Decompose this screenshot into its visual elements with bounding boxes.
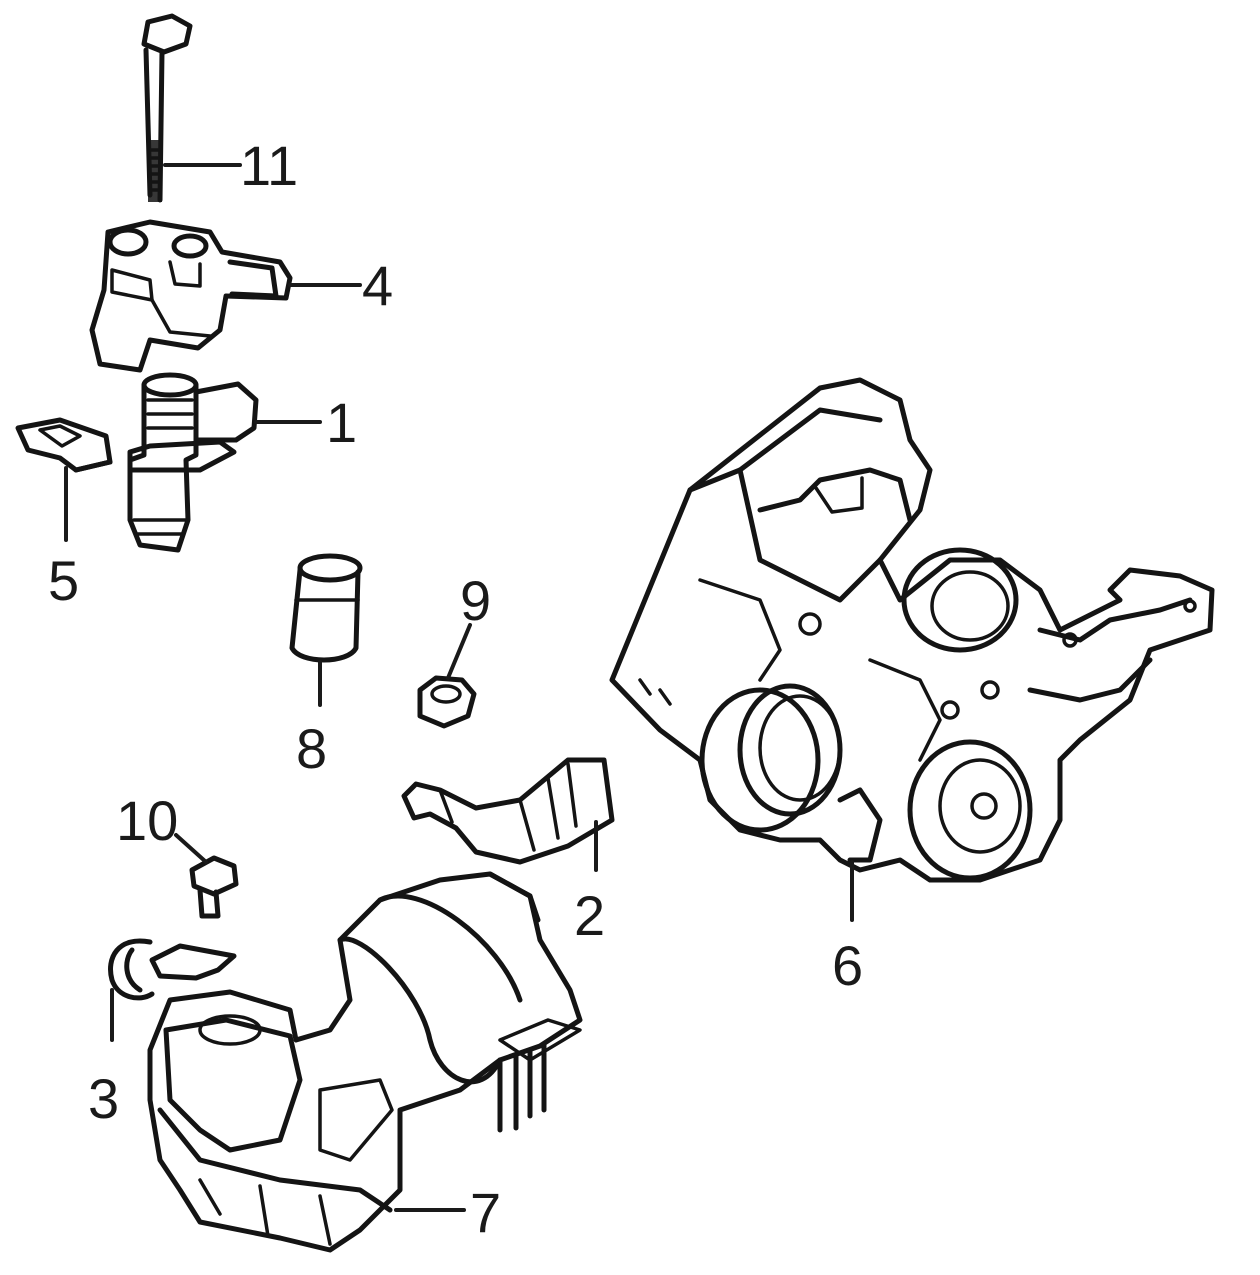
part-5-clip <box>15 417 113 473</box>
part-10-small-bolt <box>189 855 239 919</box>
callout-10: 10 <box>116 789 178 852</box>
part-9-nut <box>417 675 477 729</box>
leader-lines <box>64 163 854 1212</box>
callout-3: 3 <box>88 1067 119 1130</box>
part-6-throttle-body <box>609 377 1215 883</box>
part-4-injector-holder <box>89 219 293 373</box>
callout-7: 7 <box>470 1181 501 1244</box>
callout-6: 6 <box>832 934 863 997</box>
callout-4: 4 <box>362 254 393 317</box>
leader-9 <box>446 623 472 680</box>
callout-5: 5 <box>48 549 79 612</box>
callout-9: 9 <box>460 569 491 632</box>
part-7-intake-manifold <box>147 871 583 1253</box>
callout-11: 11 <box>240 134 298 197</box>
callout-1: 1 <box>326 391 357 454</box>
callout-labels: 11 4 1 5 9 8 10 2 6 3 7 <box>48 134 863 1244</box>
part-1-fuel-injector <box>127 372 259 553</box>
part-8-cap <box>289 553 363 663</box>
part-11-bolt <box>141 13 193 203</box>
part-2-bracket <box>401 757 615 865</box>
callout-2: 2 <box>574 884 605 947</box>
leader-10 <box>174 833 208 864</box>
part-3-clamp <box>108 938 237 1001</box>
callout-8: 8 <box>296 717 327 780</box>
